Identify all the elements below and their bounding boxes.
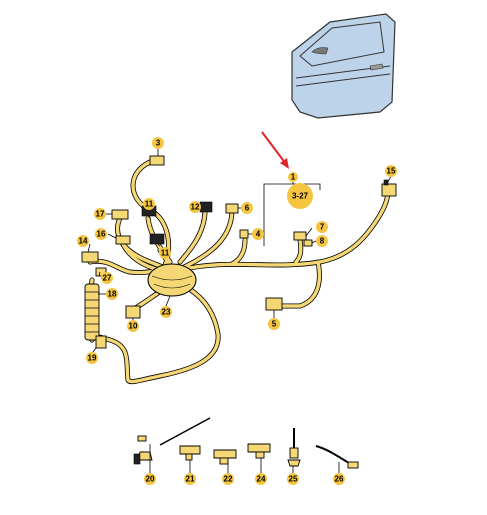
wiring-harness xyxy=(84,157,391,385)
callout-6: 6 xyxy=(241,202,253,214)
callout-7: 7 xyxy=(316,221,328,233)
callout-25: 25 xyxy=(287,473,299,485)
connector-5 xyxy=(265,297,283,311)
callouts: 1 3-27 3 4 5 6 7 8 10 11 11 12 14 15 16 … xyxy=(77,137,397,485)
svg-text:6: 6 xyxy=(245,204,250,213)
connector-17 xyxy=(111,209,129,220)
svg-text:11: 11 xyxy=(161,249,170,258)
small-parts xyxy=(133,417,359,469)
callout-12: 12 xyxy=(189,201,201,213)
svg-text:17: 17 xyxy=(96,210,105,219)
svg-text:18: 18 xyxy=(108,290,117,299)
connector-11b xyxy=(149,233,165,245)
svg-text:1: 1 xyxy=(291,173,296,182)
callout-10: 10 xyxy=(127,320,139,332)
svg-text:20: 20 xyxy=(146,475,155,484)
callout-17: 17 xyxy=(94,208,106,220)
callout-5: 5 xyxy=(268,318,280,330)
callout-1: 1 xyxy=(288,172,298,182)
connector-14 xyxy=(81,251,99,263)
callout-20: 20 xyxy=(144,473,156,485)
callout-19: 19 xyxy=(86,352,98,364)
callout-14: 14 xyxy=(77,235,89,247)
svg-text:21: 21 xyxy=(186,475,195,484)
callout-15: 15 xyxy=(385,165,397,177)
callout-18: 18 xyxy=(106,288,118,300)
connector-19 xyxy=(95,335,107,349)
svg-text:22: 22 xyxy=(224,475,233,484)
callout-11a: 11 xyxy=(143,198,155,210)
callout-27: 27 xyxy=(101,272,113,284)
svg-text:3-27: 3-27 xyxy=(292,192,309,201)
svg-text:26: 26 xyxy=(335,475,344,484)
svg-text:10: 10 xyxy=(129,322,138,331)
callout-11b: 11 xyxy=(159,247,171,259)
connector-7 xyxy=(293,231,307,241)
svg-text:23: 23 xyxy=(162,308,171,317)
svg-text:11: 11 xyxy=(145,200,154,209)
svg-text:8: 8 xyxy=(320,237,325,246)
callout-8: 8 xyxy=(316,235,328,247)
svg-text:3: 3 xyxy=(156,139,161,148)
svg-text:27: 27 xyxy=(103,274,112,283)
connector-3 xyxy=(149,155,165,166)
connector-6 xyxy=(225,203,239,214)
callout-21: 21 xyxy=(184,473,196,485)
connector-4 xyxy=(239,229,249,239)
connector-16 xyxy=(115,235,131,245)
callout-26: 26 xyxy=(333,473,345,485)
callout-24: 24 xyxy=(255,473,267,485)
callout-1-reference: 3-27 xyxy=(287,183,313,209)
door-illustration xyxy=(291,13,396,119)
svg-text:14: 14 xyxy=(79,237,88,246)
red-arrow-icon xyxy=(261,131,289,169)
callout-16: 16 xyxy=(95,228,107,240)
svg-text:15: 15 xyxy=(387,167,396,176)
svg-text:25: 25 xyxy=(289,475,298,484)
connector-10 xyxy=(125,305,141,319)
connector-8 xyxy=(303,239,313,247)
svg-text:19: 19 xyxy=(88,354,97,363)
svg-text:16: 16 xyxy=(97,230,106,239)
connector-27 xyxy=(95,267,107,277)
group-bracket xyxy=(263,183,321,190)
svg-text:5: 5 xyxy=(272,320,277,329)
callout-3: 3 xyxy=(152,137,164,149)
callout-22: 22 xyxy=(222,473,234,485)
callout-4: 4 xyxy=(252,228,264,240)
connector-15 xyxy=(381,183,397,197)
callout-23: 23 xyxy=(160,306,172,318)
svg-text:4: 4 xyxy=(256,230,261,239)
svg-text:12: 12 xyxy=(191,203,200,212)
svg-text:24: 24 xyxy=(257,475,266,484)
svg-text:7: 7 xyxy=(320,223,325,232)
